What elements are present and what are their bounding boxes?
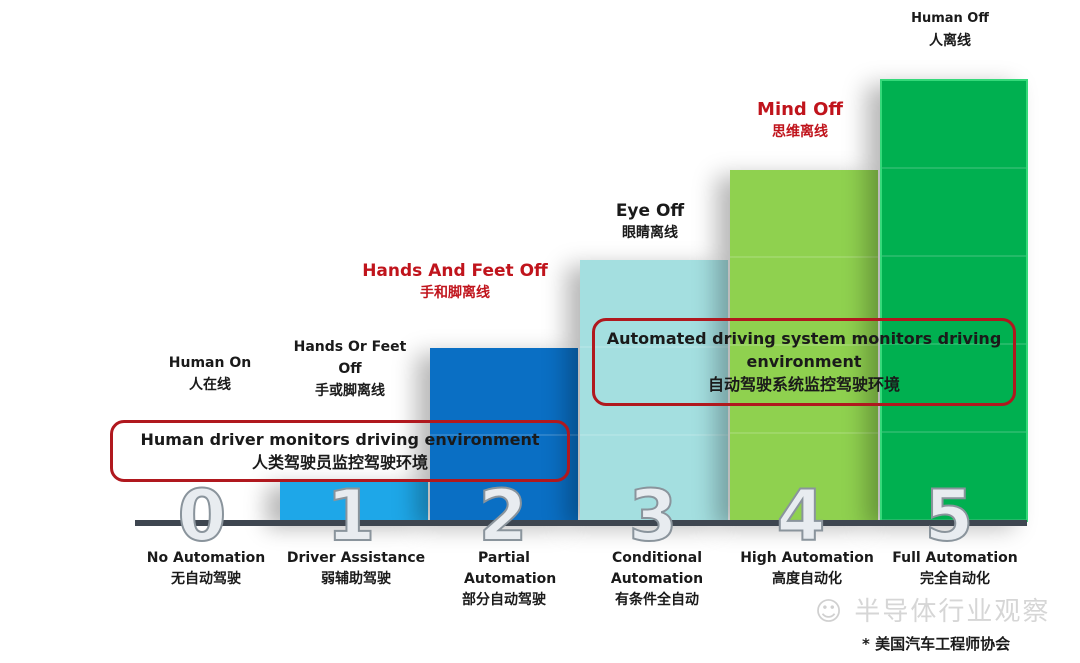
state-zh: 人在线 [189, 377, 231, 393]
watermark: ☺ 半导体行业观察 [815, 597, 1050, 627]
state-zh: 手和脚离线 [420, 285, 490, 301]
level-4-number: 4 [776, 475, 827, 557]
level-name-zh: 部分自动驾驶 [462, 592, 546, 608]
group-label-en: Automated driving system monitors drivin… [606, 329, 1002, 371]
level-3-number: 3 [628, 475, 679, 557]
level-3-state: Eye Off 眼睛离线 [590, 200, 710, 244]
level-5-state: Human Off 人离线 [890, 8, 1010, 52]
state-en: Mind Off [757, 99, 843, 120]
level-4-label: High Automation 高度自动化 [732, 548, 882, 590]
wechat-icon: ☺ [815, 597, 845, 627]
state-zh: 思维离线 [772, 124, 828, 140]
state-en: Eye Off [615, 201, 685, 221]
level-name-en: Conditional Automation [610, 550, 704, 587]
level-1-label: Driver Assistance 弱辅助驾驶 [281, 548, 431, 590]
source-note: * 美国汽车工程师协会 [862, 635, 1011, 653]
level-name-en: Driver Assistance [286, 550, 426, 566]
level-0-label: No Automation 无自动驾驶 [131, 548, 281, 590]
state-zh: 眼睛离线 [622, 225, 678, 241]
level-4-bar [730, 170, 878, 522]
level-1-bar [280, 480, 428, 522]
level-0-state: Human On 人在线 [150, 352, 270, 396]
level-2-number: 2 [478, 475, 529, 557]
level-name-en: No Automation [146, 550, 266, 566]
level-3-bar [580, 260, 728, 522]
state-en: Human Off [911, 11, 989, 26]
watermark-text: 半导体行业观察 [854, 597, 1051, 627]
level-name-en: High Automation [740, 550, 874, 566]
level-3-label: Conditional Automation 有条件全自动 [582, 548, 732, 611]
group-label-zh: 自动驾驶系统监控驾驶环境 [707, 375, 900, 394]
group-label-en: Human driver monitors driving environmen… [140, 430, 540, 449]
level-0-number: 0 [177, 475, 228, 557]
level-name-zh: 有条件全自动 [615, 592, 699, 608]
level-5-label: Full Automation 完全自动化 [880, 548, 1030, 590]
level-name-zh: 高度自动化 [772, 571, 842, 587]
human-monitors-box: Human driver monitors driving environmen… [110, 420, 570, 482]
level-4-state: Mind Off 思维离线 [740, 99, 860, 143]
level-1-state: Hands Or Feet Off 手或脚离线 [290, 336, 410, 402]
level-name-zh: 弱辅助驾驶 [321, 571, 391, 587]
level-2-state: Hands And Feet Off 手和脚离线 [340, 260, 570, 304]
level-name-en: Full Automation [892, 550, 1018, 566]
state-zh: 手或脚离线 [315, 383, 385, 399]
state-en: Human On [168, 355, 252, 371]
level-1-number: 1 [326, 475, 377, 557]
level-2-label: Partial Automation 部分自动驾驶 [429, 548, 579, 611]
baseline [135, 520, 1027, 526]
level-2-bar [430, 348, 578, 522]
level-name-zh: 完全自动化 [920, 571, 990, 587]
system-monitors-box: Automated driving system monitors drivin… [592, 318, 1016, 406]
group-label-zh: 人类驾驶员监控驾驶环境 [251, 453, 428, 472]
state-en: Hands And Feet Off [362, 261, 548, 281]
level-5-bar [880, 79, 1028, 522]
level-name-zh: 无自动驾驶 [171, 571, 241, 587]
level-name-en: Partial Automation [464, 550, 557, 587]
state-zh: 人离线 [929, 33, 971, 49]
state-en: Hands Or Feet Off [293, 339, 407, 377]
level-5-number: 5 [924, 475, 975, 557]
